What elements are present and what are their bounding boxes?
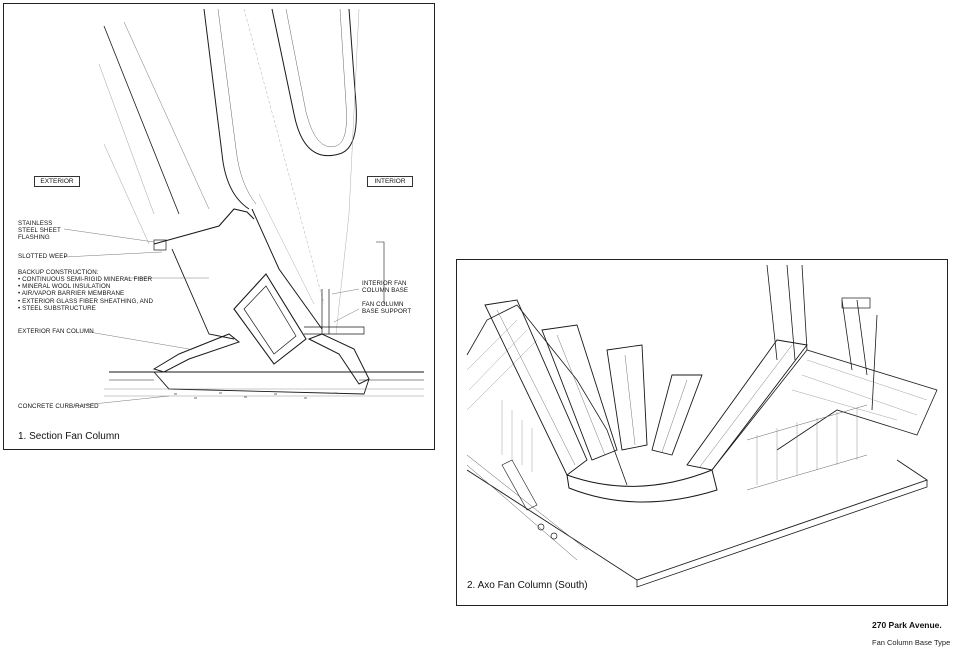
exterior-fan-foot <box>152 333 241 373</box>
left-glass-wall <box>501 400 533 472</box>
label-weep: SLOTTED WEEP <box>18 253 68 260</box>
label-exterior-fan-column: EXTERIOR FAN COLUMN <box>18 328 94 335</box>
right-leg-guide-2 <box>258 193 315 305</box>
fan-arm-outer-left <box>103 25 180 215</box>
label-flashing: STAINLESS STEEL SHEET FLASHING <box>18 220 61 242</box>
backup-item: CONTINUOUS SEMI-RIGID MINERAL FIBER <box>18 276 153 283</box>
fan-arm-3-inner <box>624 354 636 446</box>
backup-item: MINERAL WOOL INSULATION <box>18 283 153 290</box>
section-drawing-panel: EXTERIOR INTERIOR STAINLESS STEEL SHEET … <box>3 3 435 450</box>
entry-stair <box>501 459 538 511</box>
detail-circle-1 <box>537 523 545 531</box>
right-leg-outer <box>251 208 323 330</box>
sheet-subtitle: Fan Column Base Type <box>872 638 951 647</box>
leader-base-support <box>333 308 360 323</box>
section-drawing <box>63 8 424 407</box>
glass-enclosure-bottom <box>746 454 868 491</box>
glass-enclosure <box>756 408 858 485</box>
curb-hatch <box>104 388 424 397</box>
fan-arm-2-inner <box>556 334 606 456</box>
leader-exterior-fan <box>88 331 190 350</box>
weep-block <box>153 239 167 251</box>
backup-item: AIR/VAPOR BARRIER MEMBRANE <box>18 290 153 297</box>
exterior-tag: EXTERIOR <box>34 176 80 187</box>
canopy-left <box>466 304 628 486</box>
fan-arm-inner-left <box>123 21 210 210</box>
canopy-right <box>711 349 938 471</box>
fan-arm-edge-1 <box>98 63 155 215</box>
fan-arm-2 <box>541 324 618 461</box>
column-core-inner <box>243 285 297 355</box>
interior-bracket <box>376 241 385 304</box>
fan-arm-edge-2 <box>103 143 150 245</box>
ground-slab-edge <box>636 480 928 588</box>
leader-weep <box>63 251 163 258</box>
curb-dots <box>174 392 337 399</box>
interior-wall <box>335 8 360 335</box>
right-leg-guide <box>243 8 325 305</box>
backup-item: STEEL SUBSTRUCTURE <box>18 305 153 312</box>
v-groove-left-inner <box>217 8 257 205</box>
interior-tag: INTERIOR <box>367 176 413 187</box>
v-groove-left <box>203 8 250 210</box>
interior-fan-foot <box>307 333 370 385</box>
label-fan-base-support: FAN COLUMN BASE SUPPORT <box>362 301 412 316</box>
tower-right <box>841 299 878 411</box>
leader-curb <box>73 395 170 407</box>
sidewalk-left <box>466 454 588 561</box>
base-support-plate <box>304 326 365 335</box>
backup-item: EXTERIOR GLASS FIBER SHEATHING, AND <box>18 298 153 305</box>
flashing-profile <box>153 208 255 245</box>
fan-arm-5 <box>686 339 808 471</box>
project-title: 270 Park Avenue. <box>872 620 942 630</box>
v-groove-right-inner <box>285 8 347 148</box>
canopy-left-lines <box>466 319 538 411</box>
label-interior-fan-base: INTERIOR FAN COLUMN BASE <box>362 280 409 295</box>
fan-arm-3 <box>606 344 648 451</box>
curb-block <box>153 371 370 395</box>
leader-flashing <box>63 228 155 243</box>
axo-drawing <box>466 264 938 588</box>
backup-boundary <box>171 248 235 340</box>
backup-items-list: CONTINUOUS SEMI-RIGID MINERAL FIBER MINE… <box>18 276 153 312</box>
canopy-right-lines <box>791 359 928 421</box>
fan-arm-4 <box>651 374 703 456</box>
leader-interior-base <box>331 288 360 295</box>
section-title: 1. Section Fan Column <box>18 431 120 442</box>
fan-arm-5-inner <box>698 344 793 469</box>
base-support-column <box>321 289 330 334</box>
label-backup-heading: BACKUP CONSTRUCTION: <box>18 269 99 276</box>
tower-cap <box>841 297 871 309</box>
axo-drawing-panel: 2. Axo Fan Column (South) <box>456 259 948 606</box>
detail-circle-2 <box>550 532 558 540</box>
v-groove-right <box>271 8 357 156</box>
column-core-outer <box>233 273 307 365</box>
tower-left <box>766 264 808 361</box>
fan-arm-4-inner <box>661 379 688 453</box>
glass-enclosure-top <box>746 404 868 441</box>
fan-arm-1-inner <box>496 309 576 466</box>
label-curb: CONCRETE CURB/RAISED <box>18 403 99 410</box>
axo-title: 2. Axo Fan Column (South) <box>467 580 588 591</box>
ground-slab <box>466 459 929 581</box>
fan-arm-1 <box>484 299 588 476</box>
fan-column-base <box>566 469 718 503</box>
